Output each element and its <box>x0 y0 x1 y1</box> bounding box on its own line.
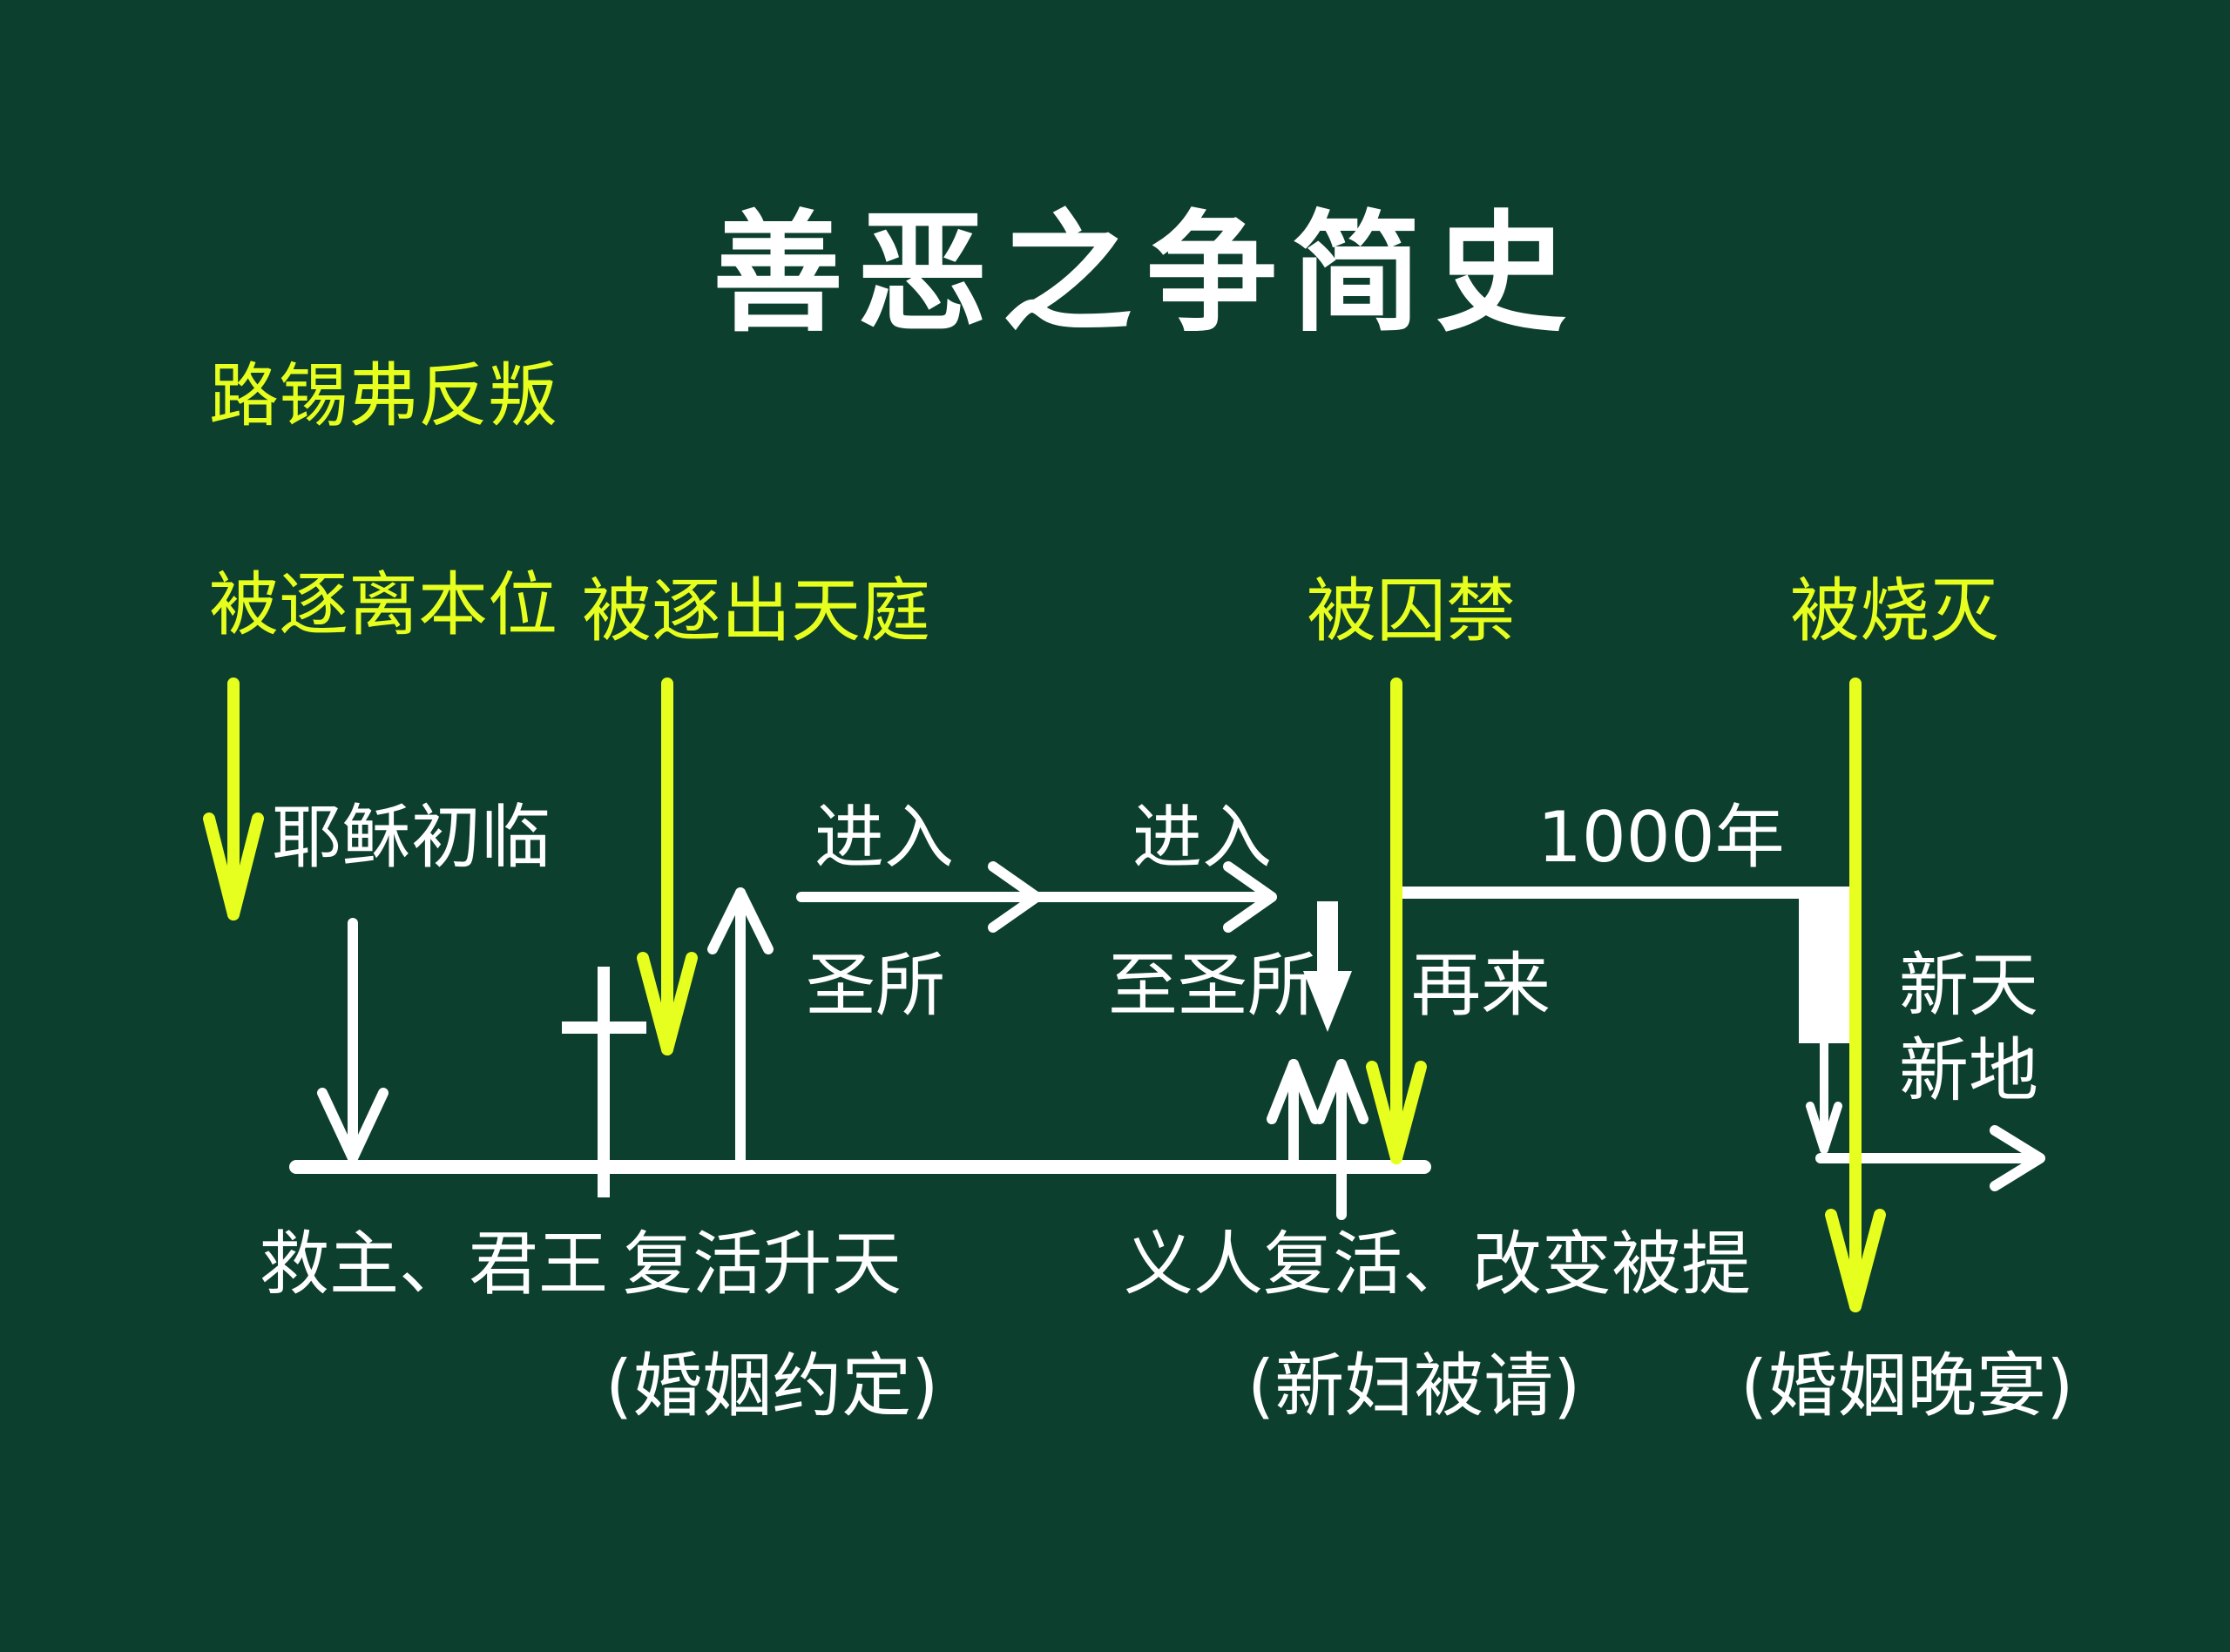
yellow-arrow-cast-from-heaven <box>637 678 698 1055</box>
label-cast-from-heaven: 被逐出天庭 <box>582 570 930 651</box>
thousand-year-span <box>1402 887 1851 1043</box>
label-destroyed: 被烧灭 <box>1790 570 1999 651</box>
second-coming-down-arrow <box>1303 901 1352 1032</box>
label-cast-from-position: 被逐离本位 <box>209 564 558 645</box>
label-lucifer-rebellion: 路锡弗反叛 <box>209 355 558 436</box>
yellow-arrow-cast-from-position <box>203 678 264 920</box>
yellow-arrow-imprisoned <box>1366 678 1427 1164</box>
label-most-holy-place: 至圣所 <box>1108 945 1317 1026</box>
page-title: 善恶之争简史 <box>713 199 1581 350</box>
label-second-coming: 再来 <box>1411 945 1551 1026</box>
enter-most-holy-place-arrow <box>1031 861 1277 933</box>
label-marriage-supper: (婚姻晚宴) <box>1740 1345 2074 1426</box>
ascension-up-arrow <box>707 887 774 1168</box>
descend-small-arrow <box>1806 1039 1842 1154</box>
label-first-coming: 耶稣初临 <box>272 797 551 878</box>
label-imprisoned: 被囚禁 <box>1307 570 1516 651</box>
label-savior-king: 救主、君王 <box>260 1224 608 1305</box>
label-marriage-covenant: (婚姻约定) <box>605 1345 939 1426</box>
label-resurrection-ascension: 复活升天 <box>623 1224 902 1305</box>
label-bride-invited: (新妇被请) <box>1247 1345 1581 1426</box>
label-thousand-years: 1000年 <box>1537 797 1785 878</box>
label-holy-place: 圣所 <box>806 945 945 1026</box>
label-enter-1: 进入 <box>814 797 954 878</box>
yellow-arrow-destroyed <box>1825 678 1886 1312</box>
label-enter-2: 进入 <box>1132 797 1272 878</box>
label-righteous-resurrection: 义人复活、改变被提 <box>1124 1224 1751 1305</box>
cross-icon <box>562 967 646 1197</box>
rapture-up-arrows <box>1267 1059 1368 1220</box>
first-coming-down-arrow <box>317 918 389 1163</box>
label-new-earth: 新地 <box>1899 1030 2038 1111</box>
label-new-heaven: 新天 <box>1899 945 2038 1026</box>
